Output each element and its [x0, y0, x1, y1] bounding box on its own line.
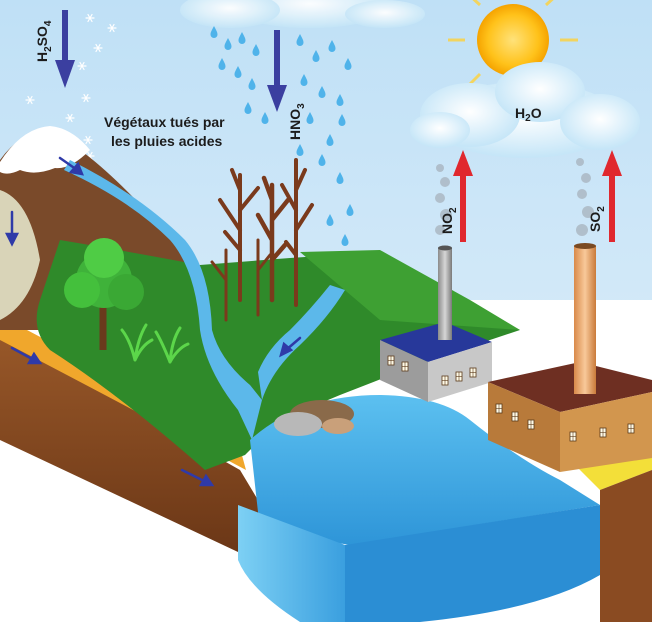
chimney-icon [574, 243, 596, 394]
caption-line-1: Végétaux tués par [104, 114, 225, 130]
mountain-snow [0, 126, 90, 174]
factory-icon [488, 362, 652, 472]
smoke [435, 158, 594, 236]
flow-arrow [4, 156, 302, 487]
soil-layer [0, 330, 330, 622]
green-tree-icon [64, 238, 144, 350]
caption-line-2: les pluies acides [111, 133, 222, 149]
river [258, 285, 345, 400]
soil-layer [600, 470, 652, 622]
rock-icon [274, 400, 354, 436]
emission-arrow [453, 150, 622, 242]
so2-label: SO2 [587, 206, 607, 232]
river [64, 160, 262, 440]
lake-front [345, 505, 600, 622]
acid-arrow [55, 10, 287, 112]
soil-layer [0, 320, 270, 560]
chimney-icon [438, 245, 452, 340]
cave [0, 190, 40, 320]
no2-label: NO2 [439, 207, 459, 234]
grass-field [300, 250, 520, 330]
plant-icon [120, 323, 190, 364]
lake-front [238, 505, 345, 622]
h2so4-label: H2SO4 [34, 20, 54, 62]
cloud-icon [410, 62, 640, 158]
hno3-label: HNO3 [287, 103, 307, 140]
h2o-label: H2O [515, 105, 542, 124]
dead-tree-icon [210, 158, 314, 322]
factory-icon [380, 322, 492, 402]
cloud-icon [180, 0, 425, 28]
